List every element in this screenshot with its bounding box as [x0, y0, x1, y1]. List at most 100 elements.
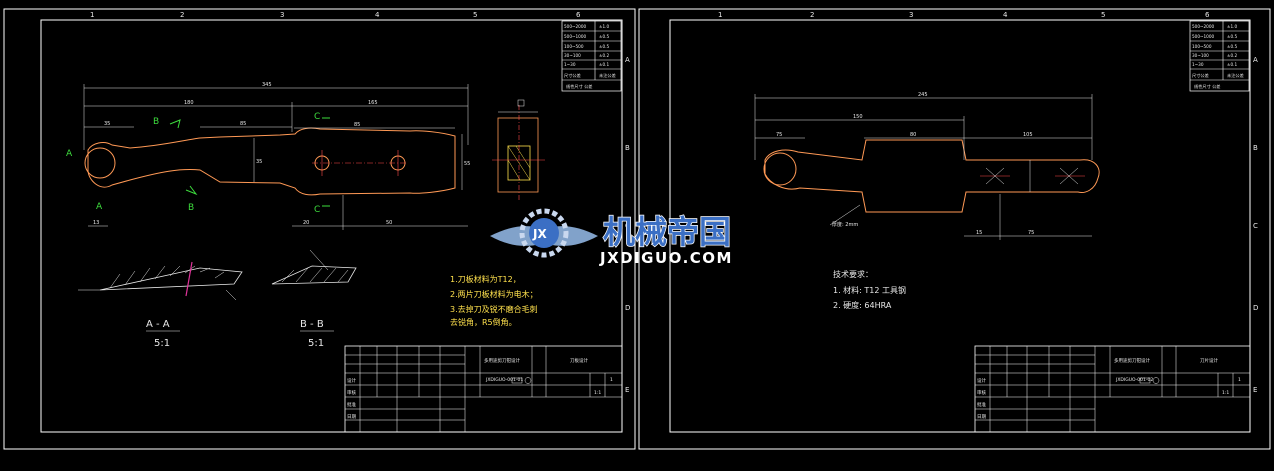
note-line: 1.刀板材料为T12，: [450, 274, 521, 284]
section-b-title: B - B: [300, 319, 324, 330]
grid-col-1: 1: [90, 11, 94, 19]
blade-outline: [87, 127, 456, 196]
section-marker-c: C: [314, 205, 320, 215]
thickness-note: 厚度: 2mm: [832, 221, 858, 228]
watermark-emblem-text: JX: [532, 227, 547, 241]
sheet-1-grid-columns: 1 2 3 4 5 6: [90, 11, 581, 19]
sheet-2-notes: 技术要求： 1. 材料: T12 工具钢 2. 硬度: 64HRA: [833, 269, 906, 310]
tol-value: ±0.1: [599, 62, 610, 67]
grid-row-c: C: [625, 222, 630, 230]
tol-range: 1~30: [1192, 62, 1204, 67]
dim-seg1: 75: [776, 132, 782, 138]
grid-row-b: B: [1253, 144, 1258, 152]
blade-outline: [764, 139, 1100, 213]
note-line: 2.两片刀板材料为电木；: [450, 289, 538, 299]
tb-label: 日期: [347, 414, 356, 420]
grid-row-c: C: [1253, 222, 1258, 230]
watermark: JX 机械帝国 JXDIGUO.COM: [490, 208, 733, 267]
grid-col-3: 3: [909, 11, 913, 19]
tb-label: 设计: [977, 377, 986, 384]
grid-row-d: D: [1253, 304, 1258, 312]
section-marker-a: A: [66, 149, 73, 159]
watermark-emblem-icon: JX: [490, 208, 598, 258]
tb-qty: 1: [610, 377, 613, 383]
grid-row-a: A: [1253, 56, 1258, 64]
tol-value: ±0.2: [599, 53, 610, 58]
grid-col-4: 4: [1003, 11, 1008, 19]
tol-range: 1~30: [564, 62, 576, 67]
left-round: [84, 147, 116, 179]
tol-value: ±1.0: [599, 24, 610, 29]
tb-drawing-name: 刀片设计: [1200, 357, 1218, 364]
note-line: 2. 硬度: 64HRA: [833, 300, 892, 310]
tol-value: ±0.5: [599, 44, 610, 49]
tb-drawing-name: 刀板设计: [570, 357, 588, 364]
tb-drawing-code: JXDIGUO-001-02: [1115, 377, 1153, 383]
grid-row-d: D: [625, 304, 630, 312]
tol-range: 500~2000: [564, 24, 586, 29]
grid-col-2: 2: [810, 11, 814, 19]
sheet-2-grid-columns: 1 2 3 4 5 6: [718, 11, 1210, 19]
watermark-site: JXDIGUO.COM: [599, 249, 733, 267]
tol-value: ±0.5: [1227, 44, 1238, 49]
grid-col-3: 3: [280, 11, 284, 19]
section-marker-c: C: [314, 112, 320, 122]
sheet-2-grid-rows: A B C D E: [1253, 56, 1258, 394]
dim-bottom1: 20: [303, 220, 309, 226]
tb-scale: 1:1: [594, 390, 601, 396]
tb-drawing-code: JXDIGUO-001-01: [485, 377, 523, 383]
tb-qty: 1: [1238, 377, 1241, 383]
section-b-b-view: [271, 249, 357, 285]
dim-right: 165: [368, 100, 378, 106]
grid-col-6: 6: [576, 11, 581, 19]
tol-range: 100~500: [1192, 44, 1212, 49]
tb-label: 批准: [977, 401, 986, 408]
sheet-1-side-view: [492, 99, 545, 200]
note-line: 去锐角，R5倒角。: [450, 317, 517, 327]
dim-overall: 245: [918, 92, 928, 98]
grid-col-1: 1: [718, 11, 722, 19]
tol-range: 500~2000: [1192, 24, 1214, 29]
sheet-2: 1 2 3 4 5 6 A B C D E 500~2000 ±1.0: [638, 8, 1271, 450]
tb-project-name: 多用途剪刀钳设计: [1114, 357, 1150, 364]
sheet-1-grid-rows: A B C D E: [625, 56, 630, 394]
grid-col-5: 5: [1101, 11, 1105, 19]
dim-seg2: 85: [240, 121, 246, 127]
tol-value: ±0.1: [1227, 62, 1238, 67]
dim-overall: 345: [262, 82, 272, 88]
dim-mid: 80: [910, 132, 916, 138]
grid-col-4: 4: [375, 11, 380, 19]
tb-label: 设计: [347, 377, 356, 384]
sheet-1-main-view: 345 180 165 35 85 85 20 50 13 35 55 A A …: [66, 82, 470, 230]
dim-right: 105: [1023, 132, 1033, 138]
note-line: 1. 材料: T12 工具钢: [833, 285, 906, 295]
tol-value: ±0.5: [1227, 34, 1238, 39]
tb-label: 批准: [347, 401, 356, 408]
tb-scale: 1:1: [1222, 390, 1229, 396]
dim-small: 13: [93, 220, 99, 226]
grid-col-5: 5: [473, 11, 477, 19]
projection-symbol: [1139, 377, 1160, 384]
sheet-1-outer-border: [3, 8, 636, 450]
tol-value: ±1.0: [1227, 24, 1238, 29]
grid-col-2: 2: [180, 11, 184, 19]
watermark-brand: 机械帝国: [603, 213, 731, 251]
tol-range: 500~1000: [1192, 34, 1214, 39]
tol-range: 500~1000: [564, 34, 586, 39]
tol-header: 未注公差: [1227, 72, 1244, 79]
dim-bottom1: 15: [976, 230, 982, 236]
tb-label: 审核: [347, 389, 356, 396]
section-labels: A - A 5:1 B - B 5:1: [146, 319, 334, 349]
tol-range: 30~100: [564, 53, 581, 58]
section-a-a-view: [78, 261, 243, 301]
note-line: 3.去掉刀及锐不磨合毛刺: [450, 304, 538, 314]
section-b-scale: 5:1: [308, 338, 324, 349]
sheet-1-tolerance-table: 500~2000 ±1.0 500~1000 ±0.5 100~500 ±0.5…: [561, 20, 622, 92]
notes-title: 技术要求：: [833, 269, 873, 279]
tol-header: 尺寸公差: [564, 72, 581, 79]
tol-header: 尺寸公差: [1192, 72, 1209, 79]
sheet-1: 1 2 3 4 5 6 A B C D E 500~2000 ±1.0: [3, 8, 636, 450]
tol-value: ±0.2: [1227, 53, 1238, 58]
grid-row-b: B: [625, 144, 630, 152]
